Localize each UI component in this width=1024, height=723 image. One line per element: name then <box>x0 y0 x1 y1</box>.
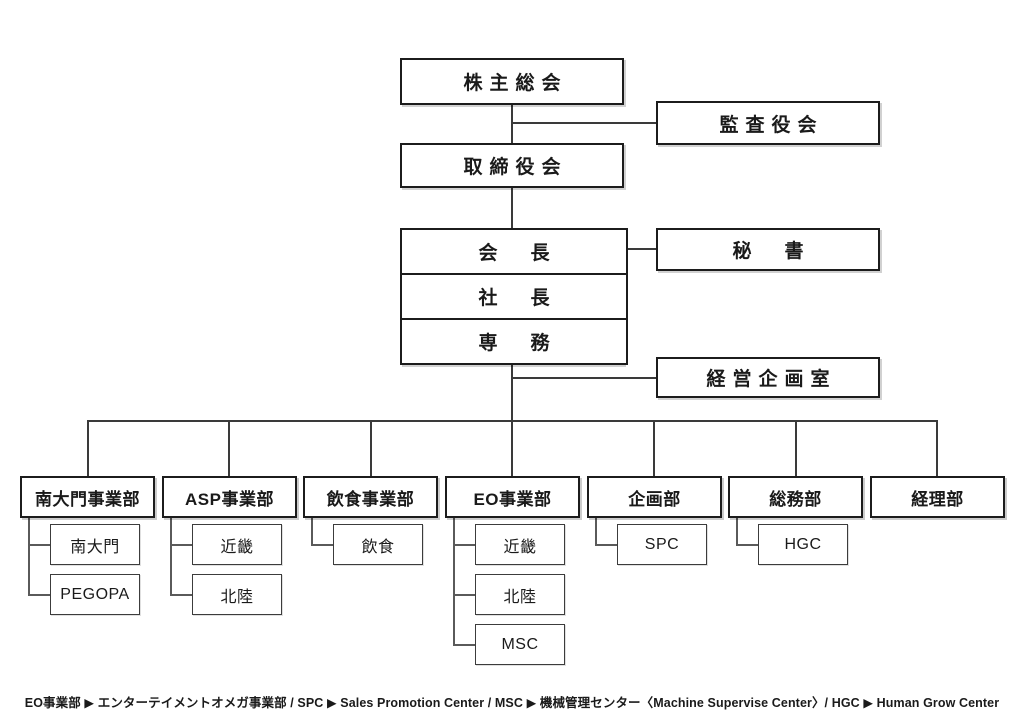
node-chairman[interactable]: 会 長 <box>400 228 628 275</box>
subunit-dept-2-child-2-label: 北陸 <box>220 588 254 606</box>
node-board-of-directors[interactable]: 取締役会 <box>400 143 624 188</box>
department-7-label: 経理部 <box>911 489 964 509</box>
node-shareholders-meeting-label: 株主総会 <box>463 73 568 94</box>
node-president[interactable]: 社 長 <box>400 275 628 320</box>
subspine-dept-6 <box>736 518 738 546</box>
department-4[interactable]: EO事業部 <box>445 476 580 518</box>
node-president-label: 社 長 <box>478 288 557 309</box>
subunit-dept-2-child-1-label: 近畿 <box>220 538 254 556</box>
substub-dept-1-child-1 <box>28 544 50 546</box>
connector-shareholders-to-board <box>511 105 513 145</box>
subunit-dept-2-child-2[interactable]: 北陸 <box>192 574 282 615</box>
department-3-label: 飲食事業部 <box>326 489 415 509</box>
node-audit-board-label: 監査役会 <box>719 114 824 136</box>
department-1[interactable]: 南大門事業部 <box>20 476 155 518</box>
substub-dept-5-child-1 <box>595 544 617 546</box>
drop-dept-7 <box>936 420 938 477</box>
connector-exec-to-bus <box>511 357 513 421</box>
connector-to-planning-office <box>511 377 657 379</box>
substub-dept-6-child-1 <box>736 544 758 546</box>
drop-dept-3 <box>370 420 372 477</box>
subunit-dept-3-child-1[interactable]: 飲食 <box>333 524 423 565</box>
subunit-dept-3-child-1-label: 飲食 <box>361 538 395 556</box>
subspine-dept-5 <box>595 518 597 546</box>
legend-footnote: EO事業部 ▶ エンターテイメントオメガ事業部 / SPC ▶ Sales Pr… <box>0 692 1024 711</box>
department-2-label: ASP事業部 <box>185 489 274 509</box>
connector-to-secretary <box>621 248 657 250</box>
department-7[interactable]: 経理部 <box>870 476 1005 518</box>
substub-dept-4-child-1 <box>453 544 475 546</box>
subunit-dept-1-child-2[interactable]: PEGOPA <box>50 574 140 615</box>
subspine-dept-4 <box>453 518 455 646</box>
node-shareholders-meeting[interactable]: 株主総会 <box>400 58 624 105</box>
node-management-planning-office-label: 経営企画室 <box>706 369 837 390</box>
subunit-dept-4-child-2-label: 北陸 <box>503 588 537 606</box>
substub-dept-2-child-2 <box>170 594 192 596</box>
subspine-dept-2 <box>170 518 172 596</box>
subunit-dept-4-child-3-label: MSC <box>501 635 539 653</box>
subspine-dept-3 <box>311 518 313 546</box>
department-6[interactable]: 総務部 <box>728 476 863 518</box>
node-senior-managing-director-label: 専 務 <box>478 333 557 354</box>
subunit-dept-4-child-3[interactable]: MSC <box>475 624 565 665</box>
subunit-dept-5-child-1[interactable]: SPC <box>617 524 707 565</box>
node-board-of-directors-label: 取締役会 <box>463 157 568 178</box>
department-6-label: 総務部 <box>769 489 822 509</box>
executive-stack: 会 長 社 長 専 務 <box>400 228 628 365</box>
department-3[interactable]: 飲食事業部 <box>303 476 438 518</box>
department-2[interactable]: ASP事業部 <box>162 476 297 518</box>
substub-dept-4-child-3 <box>453 644 475 646</box>
department-4-label: EO事業部 <box>473 489 552 509</box>
department-5-label: 企画部 <box>628 489 681 509</box>
subunit-dept-2-child-1[interactable]: 近畿 <box>192 524 282 565</box>
connector-board-to-exec <box>511 187 513 228</box>
drop-dept-1 <box>87 420 89 477</box>
department-5[interactable]: 企画部 <box>587 476 722 518</box>
substub-dept-3-child-1 <box>311 544 333 546</box>
drop-dept-6 <box>795 420 797 477</box>
node-chairman-label: 会 長 <box>478 243 557 264</box>
node-management-planning-office[interactable]: 経営企画室 <box>656 357 880 398</box>
substub-dept-2-child-1 <box>170 544 192 546</box>
legend-footnote-text: EO事業部 ▶ エンターテイメントオメガ事業部 / SPC ▶ Sales Pr… <box>24 696 1000 710</box>
substub-dept-4-child-2 <box>453 594 475 596</box>
subunit-dept-4-child-1[interactable]: 近畿 <box>475 524 565 565</box>
node-senior-managing-director[interactable]: 専 務 <box>400 320 628 365</box>
subunit-dept-6-child-1[interactable]: HGC <box>758 524 848 565</box>
substub-dept-1-child-2 <box>28 594 50 596</box>
subunit-dept-1-child-2-label: PEGOPA <box>60 585 130 603</box>
node-audit-board[interactable]: 監査役会 <box>656 101 880 145</box>
subunit-dept-1-child-1-label: 南大門 <box>70 538 120 556</box>
subspine-dept-1 <box>28 518 30 596</box>
subunit-dept-6-child-1-label: HGC <box>784 535 822 553</box>
subunit-dept-4-child-2[interactable]: 北陸 <box>475 574 565 615</box>
subunit-dept-1-child-1[interactable]: 南大門 <box>50 524 140 565</box>
node-secretary[interactable]: 秘 書 <box>656 228 880 271</box>
drop-dept-4 <box>511 420 513 477</box>
drop-dept-5 <box>653 420 655 477</box>
subunit-dept-4-child-1-label: 近畿 <box>503 538 537 556</box>
drop-dept-2 <box>228 420 230 477</box>
subunit-dept-5-child-1-label: SPC <box>644 535 680 553</box>
connector-to-audit-board <box>511 122 657 124</box>
node-secretary-label: 秘 書 <box>732 241 811 262</box>
department-1-label: 南大門事業部 <box>35 489 140 509</box>
